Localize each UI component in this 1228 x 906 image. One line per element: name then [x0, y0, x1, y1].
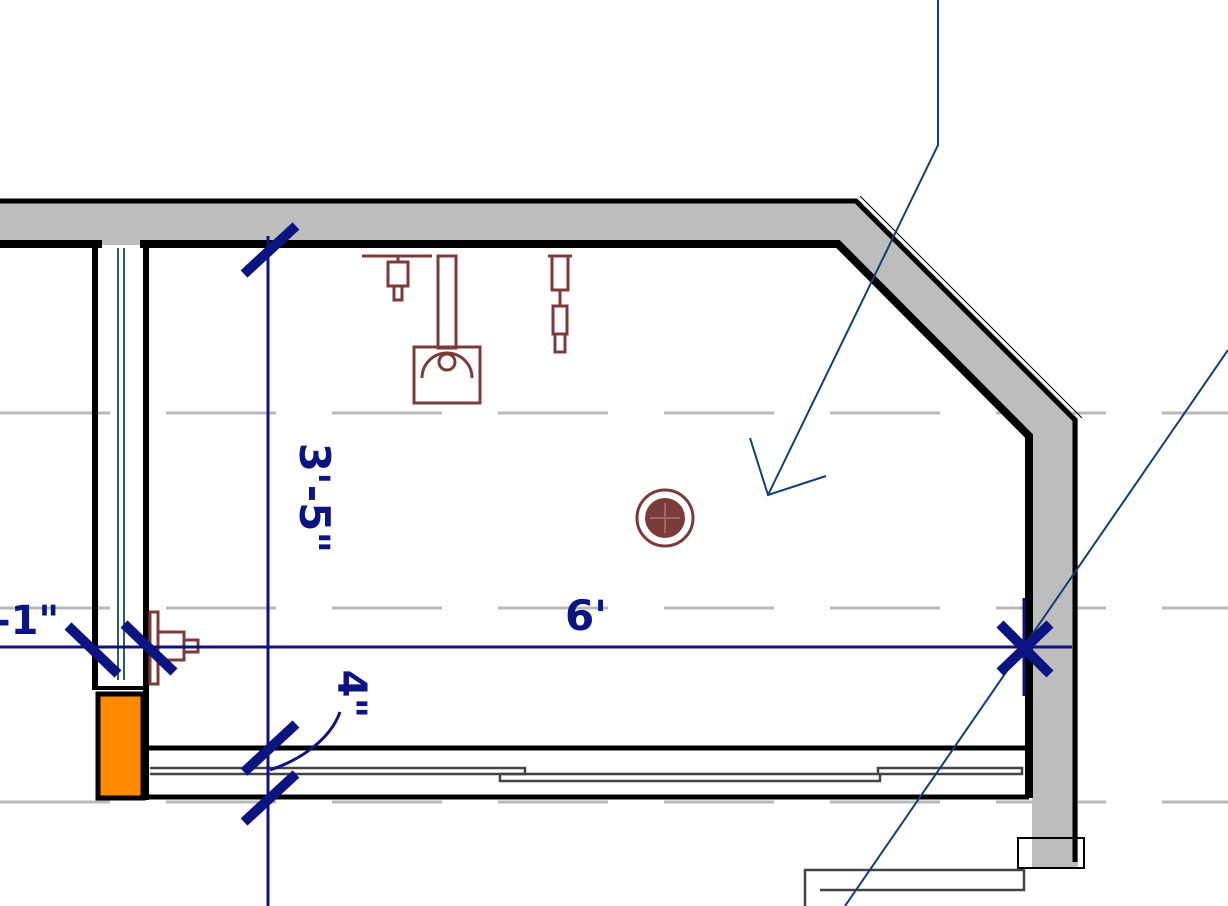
hand-shower-handle [551, 304, 569, 336]
dimension-labels: 3'-5" 6' 4" -1" [0, 443, 607, 719]
shower-valve-body [386, 260, 410, 288]
leader-diagonal-right [844, 349, 1228, 906]
leader-arrowhead [749, 437, 827, 497]
callout-leaders [749, 0, 1228, 906]
tick-left-1 [64, 622, 122, 678]
small-dimension-label: 4" [328, 670, 374, 719]
tick-right-b [996, 620, 1054, 676]
exterior-wall-inner-edge [140, 240, 1033, 798]
hand-shower-tip [553, 332, 567, 354]
tick-top [240, 222, 300, 278]
bottom-right-step [803, 868, 1026, 906]
dimension-lines [0, 222, 1072, 906]
exterior-wall-outer-edge [0, 198, 1078, 862]
shower-valve-knob [392, 284, 404, 302]
leader-line-arrow [767, 0, 939, 496]
shower-head-arc [420, 351, 474, 379]
shower-head-nozzle [437, 352, 457, 372]
hand-shower-fixture [548, 254, 572, 354]
orange-column [95, 691, 146, 801]
floor-drain-outer-ring [635, 488, 695, 548]
hand-shower-body [550, 254, 570, 292]
shower-head-fixture [362, 254, 482, 405]
plumbing-fixtures [148, 254, 695, 686]
small-dimension-leader [269, 711, 342, 772]
exterior-wall [0, 195, 1085, 869]
height-dimension-label: 3'-5" [290, 443, 339, 554]
sliding-door-panel-left [150, 766, 527, 776]
tick-left-2 [120, 620, 178, 676]
shower-curb [146, 745, 1029, 906]
shower-pipe [436, 254, 458, 350]
left-partial-dimension-label: -1" [0, 598, 59, 644]
tick-mid-bottom-1 [240, 720, 300, 776]
shower-head-plate [412, 345, 482, 405]
sliding-door-panel-right [498, 766, 1024, 783]
interior-partition-wall [92, 244, 149, 801]
tick-mid-bottom-2 [240, 770, 300, 826]
wall-chamfer-hairline [859, 195, 1083, 419]
wall-end-cap [1017, 837, 1085, 869]
floor-drain [635, 488, 695, 548]
width-dimension-label: 6' [565, 591, 607, 640]
